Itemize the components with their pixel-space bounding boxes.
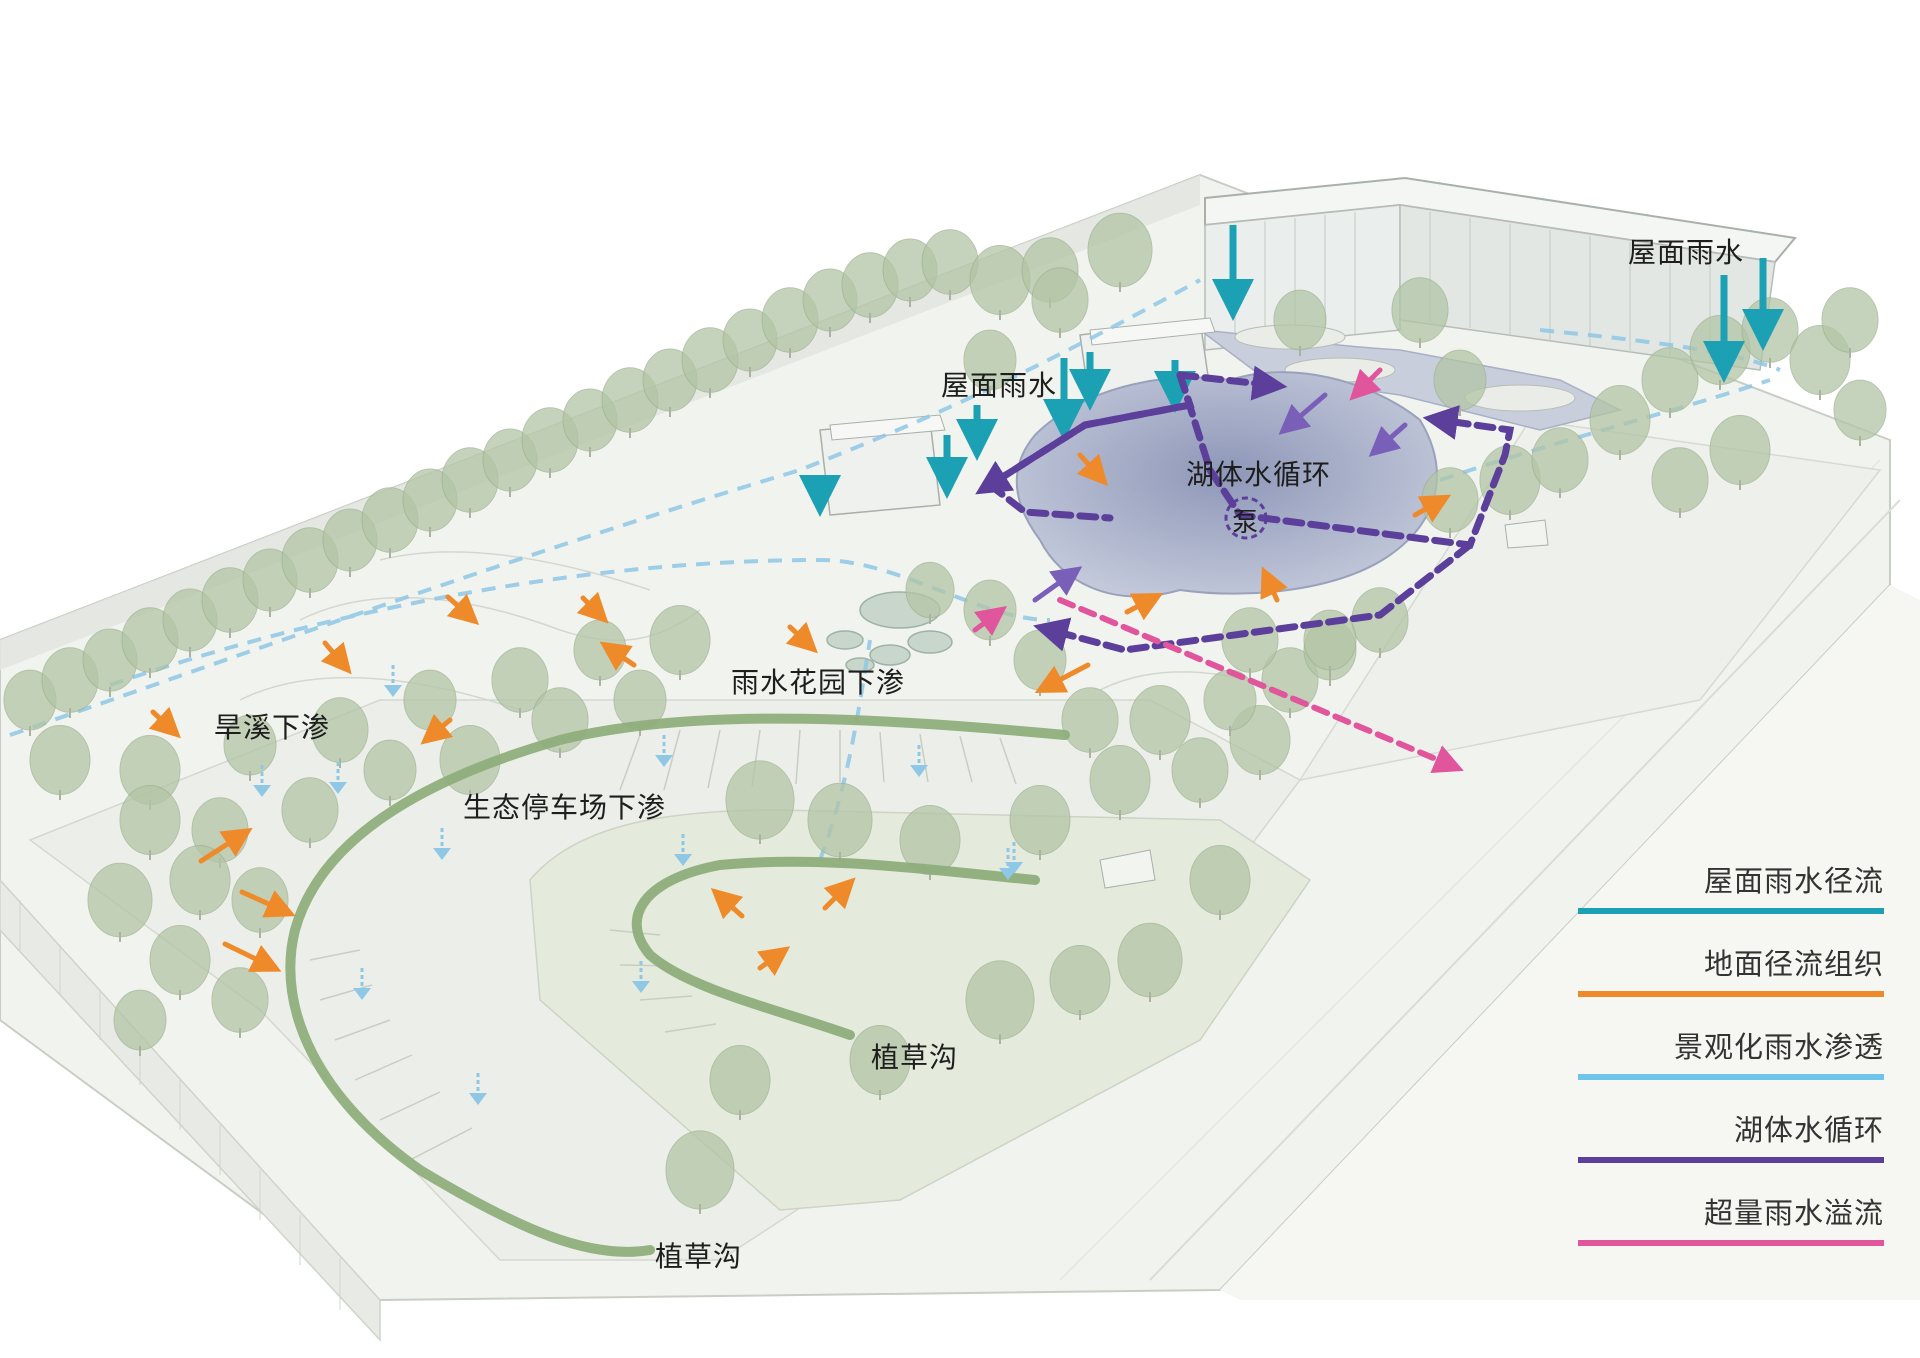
legend-item-ground-runoff: 地面径流组织 xyxy=(1578,941,1884,1024)
label-grass-swale-upper: 植草沟 xyxy=(871,1041,959,1074)
boundary-fence-lines xyxy=(19,900,341,1310)
grass-swale-inner xyxy=(631,856,1040,1040)
infiltration-arrows xyxy=(253,665,1023,1105)
label-roof-rain-left: 屋面雨水 xyxy=(941,369,1058,402)
legend-swatch xyxy=(1578,991,1884,997)
legend-item-roof-runoff: 屋面雨水径流 xyxy=(1578,858,1884,941)
label-pump: 泵 xyxy=(1232,508,1260,538)
legend: 屋面雨水径流 地面径流组织 景观化雨水渗透 湖体水循环 超量雨水溢流 xyxy=(1578,858,1884,1273)
legend-label: 屋面雨水径流 xyxy=(1703,864,1884,898)
label-rain-garden: 雨水花园下渗 xyxy=(731,666,906,699)
pavilion-buildings xyxy=(819,317,1549,889)
legend-label: 湖体水循环 xyxy=(1733,1113,1884,1147)
grass-swale-outer xyxy=(285,713,1070,1257)
label-lake-circulation: 湖体水循环 xyxy=(1186,458,1332,491)
grass-swale-paths xyxy=(285,713,1070,1257)
lake-flow-arrows xyxy=(1032,392,1408,603)
pump-marker xyxy=(1224,496,1268,540)
legend-item-infiltration: 景观化雨水渗透 xyxy=(1578,1024,1884,1107)
legend-swatch xyxy=(1578,1157,1884,1163)
legend-label: 超量雨水溢流 xyxy=(1703,1196,1884,1230)
label-grass-swale-lower: 植草沟 xyxy=(655,1240,743,1273)
roof-runoff-arrows xyxy=(799,225,1784,517)
overflow-paths xyxy=(972,367,1464,773)
label-dry-creek: 旱溪下渗 xyxy=(214,711,331,744)
legend-label: 地面径流组织 xyxy=(1703,947,1884,981)
parking-stripes xyxy=(309,729,1017,1161)
legend-swatch xyxy=(1578,908,1884,914)
legend-item-overflow: 超量雨水溢流 xyxy=(1578,1190,1884,1273)
legend-swatch xyxy=(1578,1074,1884,1080)
ground-runoff-arrows xyxy=(148,452,1452,976)
label-roof-rain-right: 屋面雨水 xyxy=(1628,236,1745,269)
legend-label: 景观化雨水渗透 xyxy=(1673,1030,1884,1064)
label-eco-parking: 生态停车场下渗 xyxy=(463,791,667,824)
legend-item-lake-circulation: 湖体水循环 xyxy=(1578,1107,1884,1190)
lake-circulation-loop xyxy=(975,365,1515,654)
legend-swatch xyxy=(1578,1240,1884,1246)
